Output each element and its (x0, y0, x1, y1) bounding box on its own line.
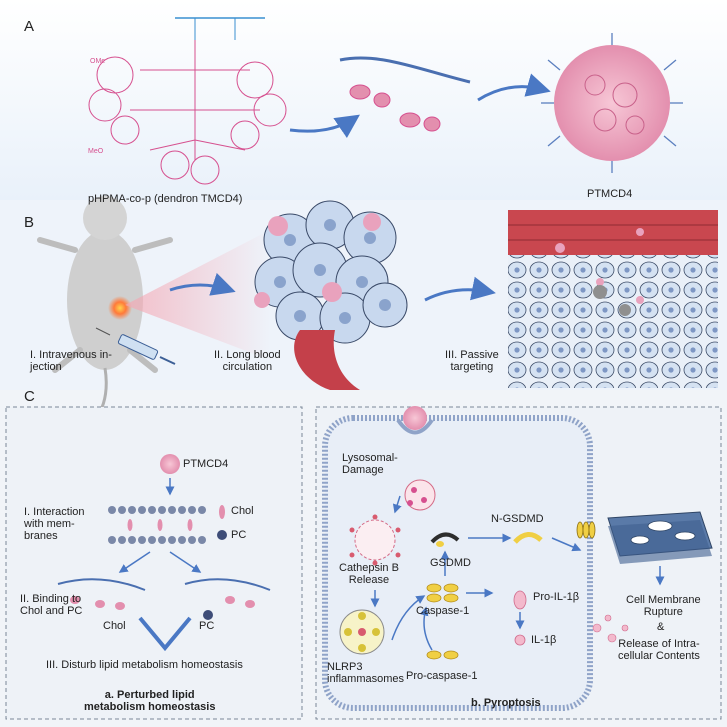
np-small-left (160, 454, 180, 474)
rupture-label: Cell Membrane Rupture (626, 594, 701, 618)
step-intravenous: I. Intravenous in- jection (30, 349, 112, 373)
pc-label: PC (199, 620, 215, 632)
imaging-beam (125, 230, 270, 360)
caspase-1-label: Caspase-1 (416, 605, 470, 617)
arrow-c-split-left (118, 551, 151, 573)
ptmcd4-nanoparticle (541, 33, 683, 173)
c-step-disturb: III. Disturb lipid metabolism homeostasi… (46, 659, 243, 671)
nlrp3-label: NLRP3 inflammasomes (327, 661, 405, 685)
released-contents (592, 614, 629, 643)
lipid-bilayer (108, 506, 206, 544)
panel-c-left-frame (5, 406, 303, 720)
pc-legend-icon (217, 530, 227, 540)
caspase-1-icon (426, 583, 459, 603)
c-step-interaction: I. Interaction with mem- branes (24, 506, 85, 542)
dendron-left-cluster (88, 56, 140, 145)
panel-label-a: A (24, 18, 35, 35)
dendron-structure (88, 17, 287, 185)
step-targeting: III. Passive targeting (445, 349, 499, 373)
syringe-icon (95, 327, 176, 365)
tumor-glow (108, 296, 132, 320)
pro-caspase-1-icon (426, 650, 459, 660)
pendant-dendrons (349, 84, 441, 132)
chain-pc (184, 578, 271, 591)
pro-caspase-1-label: Pro-caspase-1 (406, 670, 478, 682)
il1b-icon (514, 634, 526, 646)
gsdmd-label: GSDMD (430, 557, 471, 569)
arrow-b1 (169, 272, 236, 296)
step-circulation: II. Long blood circulation (214, 349, 281, 373)
lysosomal-damage-label: Lysosomal- Damage (342, 452, 398, 476)
panel-label-b: B (24, 214, 35, 231)
dendron-bottom-cluster (160, 150, 220, 185)
dendron-label-ome: OMe (90, 58, 106, 65)
np-entering (403, 406, 427, 430)
pro-il1b-icon (513, 590, 527, 610)
polymer-label: pHPMA-co-p (dendron TMCD4) (88, 193, 243, 205)
n-gsdmd-label: N-GSDMD (491, 513, 544, 525)
tissue-section (508, 210, 718, 388)
chain-chol (57, 578, 146, 591)
legend-pc: PC (231, 529, 247, 541)
cathepsin-dots (349, 514, 401, 566)
arrow-a2 (477, 73, 551, 102)
arrow-c-split-right (169, 551, 202, 573)
pro-il1b-label: Pro-IL-1β (533, 591, 580, 603)
nlrp3-complex (339, 609, 385, 655)
panel-label-c: C (24, 388, 35, 405)
chol-label: Chol (103, 620, 126, 632)
arrow-c-down (138, 616, 192, 652)
membrane-pores (576, 521, 596, 539)
cell-membrane (322, 415, 593, 711)
c-step-binding: II. Binding to Chol and PC (20, 593, 83, 617)
release-label: Release of Intra- cellular Contents (618, 638, 700, 662)
ampersand-label: & (657, 621, 665, 633)
caption-pyroptosis: b. Pyroptosis (471, 697, 541, 709)
nanoparticle-label: PTMCD4 (587, 188, 633, 200)
ruptured-membrane-illustration (607, 511, 713, 564)
legend-chol: Chol (231, 505, 254, 517)
caption-lipid: a. Perturbed lipid metabolism homeostasi… (84, 689, 216, 713)
il1b-label: IL-1β (531, 634, 557, 646)
dendron-label-meo: MeO (88, 148, 104, 155)
lysosome-dots (407, 487, 427, 506)
cathepsin-label: Cathepsin B Release (339, 562, 399, 586)
n-gsdmd-icon (513, 532, 543, 544)
arrow-a1 (289, 114, 360, 139)
c-np-label: PTMCD4 (183, 458, 229, 470)
polymer-chain (339, 56, 471, 84)
lysosome-damaged (354, 519, 396, 561)
tumor-cluster (254, 200, 408, 344)
arrow-b2 (424, 276, 496, 302)
blood-vessel (294, 330, 360, 390)
chol-legend-icon (219, 505, 225, 519)
gsdmd-icon (430, 532, 460, 544)
dendron-right-cluster (230, 61, 287, 150)
